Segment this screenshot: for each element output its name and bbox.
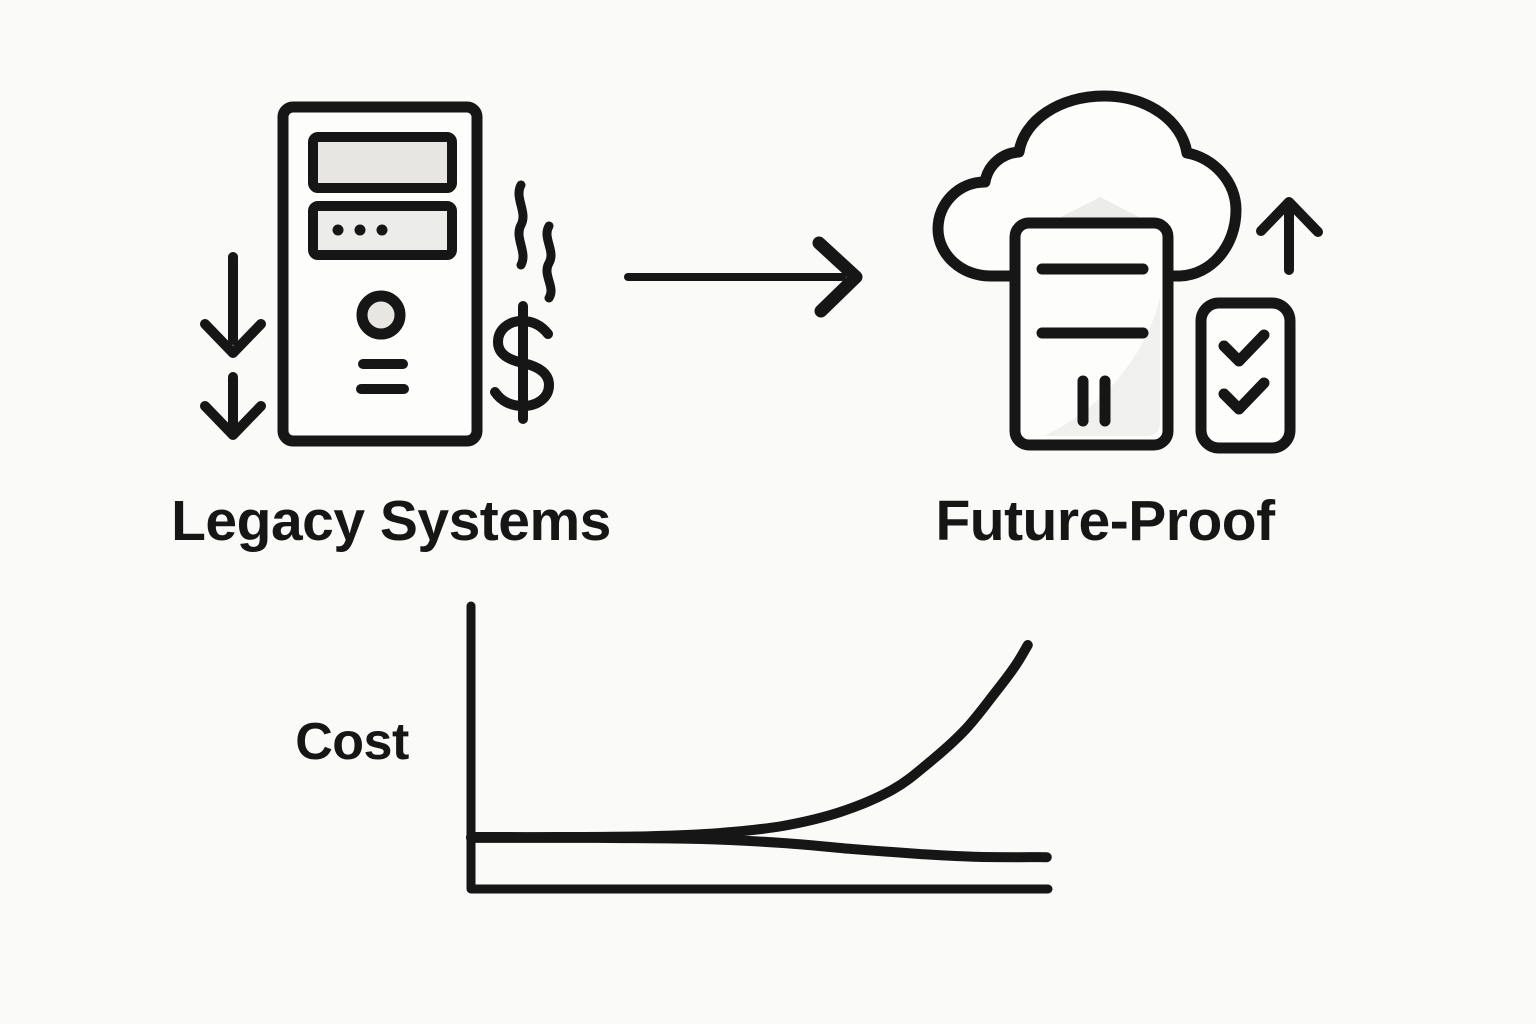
legacy-server-icon	[277, 101, 483, 447]
dollar-icon	[490, 301, 554, 424]
chart-axes	[466, 601, 1053, 894]
down-arrows-icon	[200, 252, 266, 440]
heat-waves-icon	[514, 180, 556, 303]
chart-ylabel: Cost	[295, 713, 409, 771]
future-label: Future-Proof	[935, 489, 1275, 553]
chart-curves	[466, 640, 1052, 863]
legacy-cost-curve	[466, 640, 1033, 843]
future-proof-cost-curve	[466, 832, 1052, 863]
cost-chart	[466, 601, 1053, 894]
legacy-label: Legacy Systems	[171, 489, 611, 553]
cloud-server-icon	[1009, 217, 1174, 451]
transition-arrow-icon	[624, 236, 863, 318]
up-arrow-icon	[1256, 197, 1323, 275]
checklist-icon	[1195, 297, 1296, 454]
server-shading	[1044, 298, 1160, 436]
